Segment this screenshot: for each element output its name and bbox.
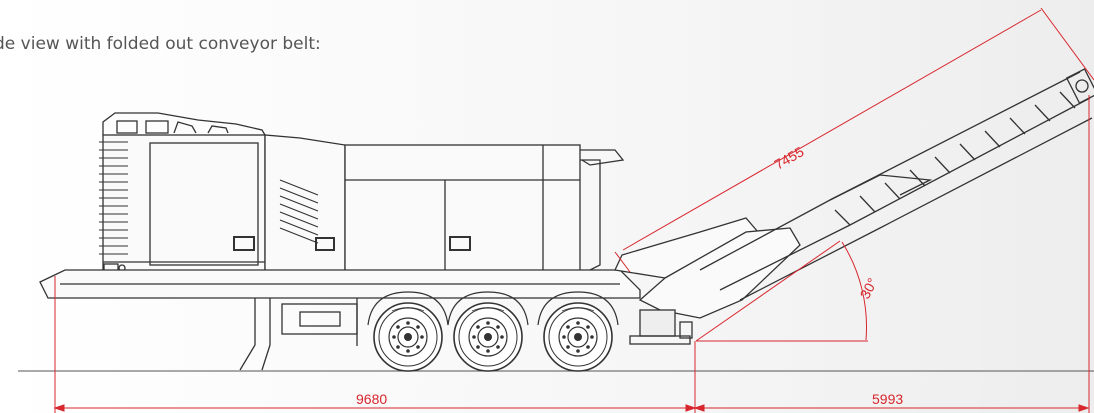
belt-reach-label: 5993 [872,391,903,407]
dimension-lines [53,7,1094,413]
wheel-middle [453,302,523,372]
wheel-arches [367,291,619,326]
wheel-rear [543,302,613,372]
conveyor-belt [614,68,1094,345]
wheel-front [373,302,443,372]
front-grille [99,141,128,255]
caption-text: de view with folded out conveyor belt: [0,34,321,54]
angle-label: 30° [857,275,881,301]
machine-body [39,112,641,371]
side-vent [279,179,319,244]
machine-length-label: 9680 [356,391,387,407]
